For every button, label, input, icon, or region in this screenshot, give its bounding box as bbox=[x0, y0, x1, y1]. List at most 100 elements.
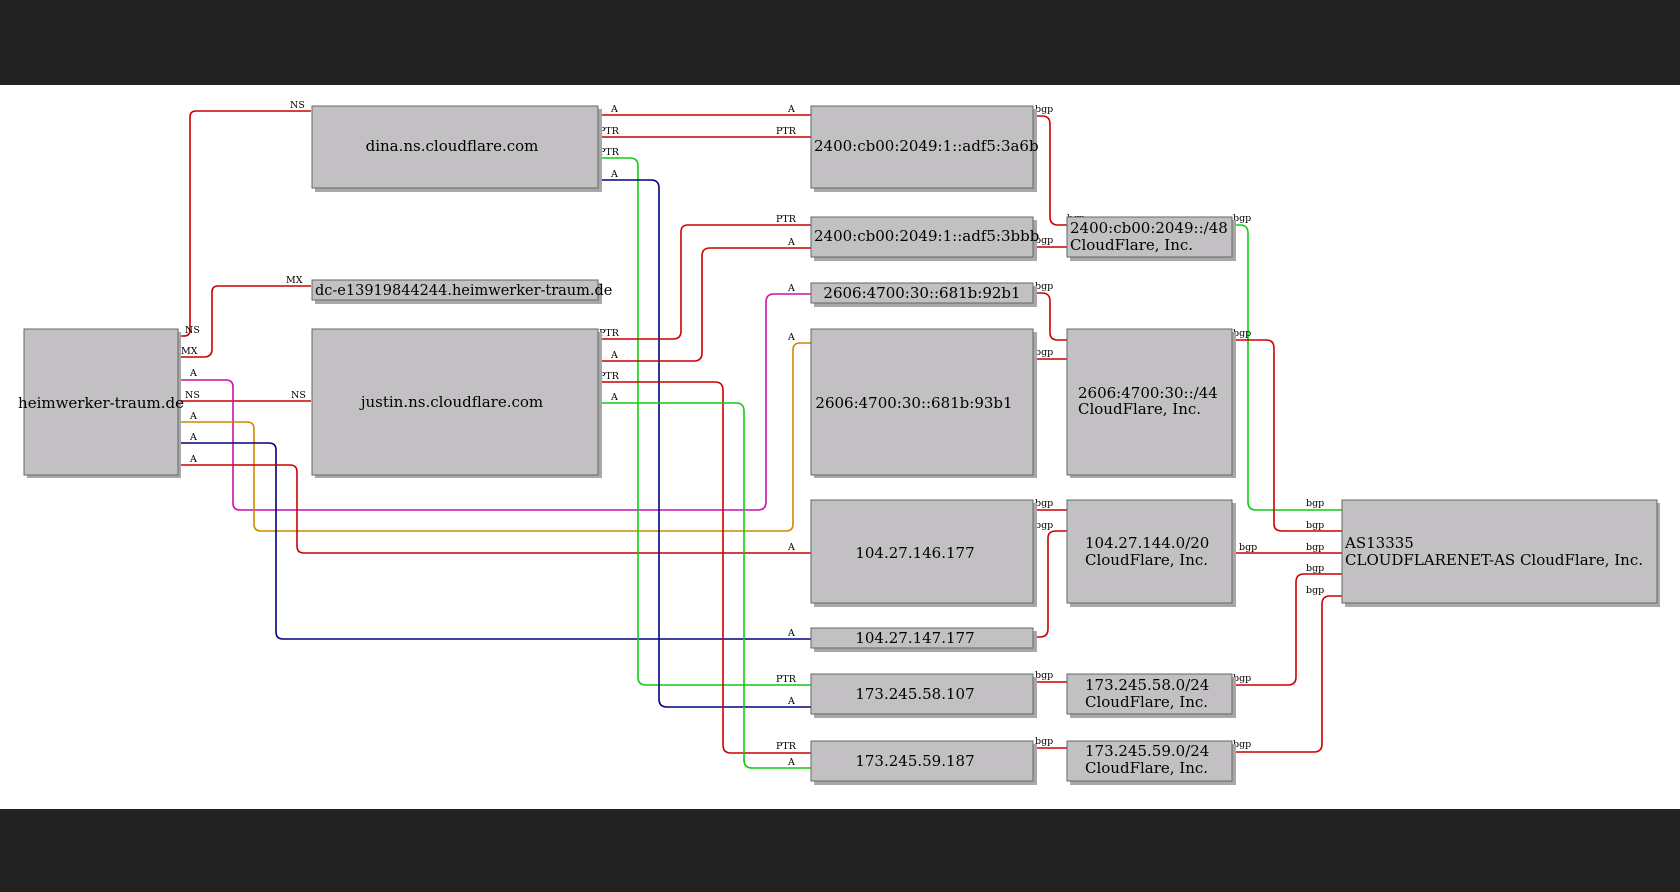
node-net-2606[interactable]: 2606:4700:30::/44 CloudFlare, Inc. bbox=[1066, 328, 1236, 478]
label-bgp: bgp bbox=[1306, 563, 1324, 574]
label-bgp: bgp bbox=[1035, 670, 1053, 681]
edge-net59-asn-bgp bbox=[1232, 595, 1342, 753]
node-ip6-a6b-label: 2400:cb00:2049:1::adf5:3a6b bbox=[814, 137, 1039, 155]
label-ns: NS bbox=[185, 325, 200, 336]
edge-justin-bbb-ptr bbox=[598, 224, 811, 340]
label-ptr: PTR bbox=[599, 126, 620, 137]
label-a: A bbox=[189, 368, 197, 379]
node-domain-label: heimwerker-traum.de bbox=[18, 394, 184, 412]
label-bgp: bgp bbox=[1233, 673, 1251, 684]
label-mx: MX bbox=[286, 275, 303, 286]
edge-net58-asn-bgp bbox=[1232, 573, 1342, 686]
label-a: A bbox=[787, 628, 795, 639]
node-mx-label: dc-e13919844244.heimwerker-traum.de bbox=[315, 283, 612, 299]
edge-domain-147-a bbox=[178, 442, 811, 640]
node-ns-justin-label: justin.ns.cloudflare.com bbox=[359, 393, 543, 411]
edge-net2400-asn-bgp bbox=[1232, 224, 1342, 511]
label-mx: MX bbox=[181, 346, 198, 357]
node-ns-dina[interactable]: dina.ns.cloudflare.com bbox=[311, 105, 602, 192]
node-net-2606-line1: 2606:4700:30::/44 bbox=[1078, 384, 1218, 402]
node-ns-dina-label: dina.ns.cloudflare.com bbox=[366, 137, 539, 155]
label-bgp: bgp bbox=[1233, 328, 1251, 339]
node-net-104[interactable]: 104.27.144.0/20 CloudFlare, Inc. bbox=[1066, 499, 1236, 607]
node-ip4-59-label: 173.245.59.187 bbox=[855, 752, 974, 770]
label-ptr: PTR bbox=[776, 126, 797, 137]
label-a: A bbox=[787, 542, 795, 553]
node-ip4-146[interactable]: 104.27.146.177 bbox=[810, 499, 1037, 607]
node-ip6-93b1[interactable]: 2606:4700:30::681b:93b1 bbox=[810, 328, 1037, 478]
diagram-canvas: NS NS MX MX A NS NS A A A A PTR PTR A PT… bbox=[0, 85, 1680, 809]
label-a: A bbox=[787, 283, 795, 294]
edge-justin-59-a bbox=[598, 402, 811, 769]
dns-graph: NS NS MX MX A NS NS A A A A PTR PTR A PT… bbox=[18, 100, 1660, 785]
node-ip4-58-label: 173.245.58.107 bbox=[855, 685, 974, 703]
node-net-59-line1: 173.245.59.0/24 bbox=[1085, 742, 1209, 760]
label-a: A bbox=[189, 411, 197, 422]
edge-domain-mx bbox=[178, 285, 311, 358]
node-ip6-a6b[interactable]: 2400:cb00:2049:1::adf5:3a6b bbox=[810, 105, 1039, 192]
label-bgp: bgp bbox=[1035, 235, 1053, 246]
node-net-59-line2: CloudFlare, Inc. bbox=[1085, 759, 1208, 777]
label-a: A bbox=[610, 169, 618, 180]
label-a: A bbox=[787, 757, 795, 768]
node-net-2400[interactable]: 2400:cb00:2049::/48 CloudFlare, Inc. bbox=[1066, 216, 1236, 261]
node-asn[interactable]: AS13335 CLOUDFLARENET-AS CloudFlare, Inc… bbox=[1341, 499, 1660, 607]
label-bgp: bgp bbox=[1035, 281, 1053, 292]
node-mx[interactable]: dc-e13919844244.heimwerker-traum.de bbox=[311, 279, 612, 304]
label-ptr: PTR bbox=[776, 214, 797, 225]
label-bgp: bgp bbox=[1035, 736, 1053, 747]
edge-dina-58-a bbox=[598, 179, 811, 708]
node-net-58-line2: CloudFlare, Inc. bbox=[1085, 693, 1208, 711]
label-ptr: PTR bbox=[599, 328, 620, 339]
label-a: A bbox=[787, 332, 795, 343]
label-bgp: bgp bbox=[1035, 520, 1053, 531]
label-ptr: PTR bbox=[776, 674, 797, 685]
node-net-59[interactable]: 173.245.59.0/24 CloudFlare, Inc. bbox=[1066, 740, 1236, 785]
edge-justin-59-ptr bbox=[598, 381, 811, 754]
edge-domain-dina-ns bbox=[178, 110, 311, 337]
node-ip6-bbb[interactable]: 2400:cb00:2049:1::adf5:3bbb bbox=[810, 216, 1039, 261]
label-bgp: bgp bbox=[1306, 585, 1324, 596]
edge-92b1-net2606-bgp bbox=[1034, 292, 1067, 341]
label-a: A bbox=[787, 696, 795, 707]
label-a: A bbox=[610, 104, 618, 115]
label-ns: NS bbox=[291, 390, 306, 401]
label-bgp: bgp bbox=[1035, 347, 1053, 358]
node-net-104-line2: CloudFlare, Inc. bbox=[1085, 551, 1208, 569]
node-ip6-bbb-label: 2400:cb00:2049:1::adf5:3bbb bbox=[814, 227, 1039, 245]
label-ptr: PTR bbox=[776, 741, 797, 752]
node-ip4-58[interactable]: 173.245.58.107 bbox=[810, 673, 1037, 718]
label-a: A bbox=[787, 104, 795, 115]
node-net-58[interactable]: 173.245.58.0/24 CloudFlare, Inc. bbox=[1066, 673, 1236, 718]
label-bgp: bgp bbox=[1035, 104, 1053, 115]
label-a: A bbox=[189, 454, 197, 465]
node-ip4-147[interactable]: 104.27.147.177 bbox=[810, 627, 1037, 652]
edge-147-net104-bgp bbox=[1034, 530, 1067, 638]
label-ptr: PTR bbox=[599, 147, 620, 158]
edge-domain-146-a bbox=[178, 464, 811, 554]
label-bgp: bgp bbox=[1035, 498, 1053, 509]
edge-domain-92b1-a bbox=[178, 293, 811, 511]
node-ip4-147-label: 104.27.147.177 bbox=[855, 629, 974, 647]
label-a: A bbox=[189, 432, 197, 443]
node-ip6-92b1-label: 2606:4700:30::681b:92b1 bbox=[823, 284, 1020, 302]
node-ip4-146-label: 104.27.146.177 bbox=[855, 544, 974, 562]
node-ip6-92b1[interactable]: 2606:4700:30::681b:92b1 bbox=[810, 282, 1037, 307]
label-bgp: bgp bbox=[1306, 520, 1324, 531]
label-bgp: bgp bbox=[1239, 542, 1257, 553]
node-asn-line1: AS13335 bbox=[1344, 534, 1414, 552]
edge-net2606-asn-bgp bbox=[1232, 339, 1342, 532]
node-domain[interactable]: heimwerker-traum.de bbox=[18, 328, 184, 478]
node-ns-justin[interactable]: justin.ns.cloudflare.com bbox=[311, 328, 602, 478]
node-ip4-59[interactable]: 173.245.59.187 bbox=[810, 740, 1037, 785]
label-ns: NS bbox=[185, 390, 200, 401]
edge-a6b-net2400-bgp bbox=[1034, 115, 1067, 226]
label-a: A bbox=[787, 237, 795, 248]
node-net-2400-line1: 2400:cb00:2049::/48 bbox=[1070, 219, 1228, 237]
label-ptr: PTR bbox=[599, 371, 620, 382]
edge-dina-58-ptr bbox=[598, 157, 811, 686]
label-ns: NS bbox=[290, 100, 305, 111]
label-bgp: bgp bbox=[1233, 739, 1251, 750]
node-net-58-line1: 173.245.58.0/24 bbox=[1085, 676, 1209, 694]
node-net-2606-line2: CloudFlare, Inc. bbox=[1078, 400, 1201, 418]
